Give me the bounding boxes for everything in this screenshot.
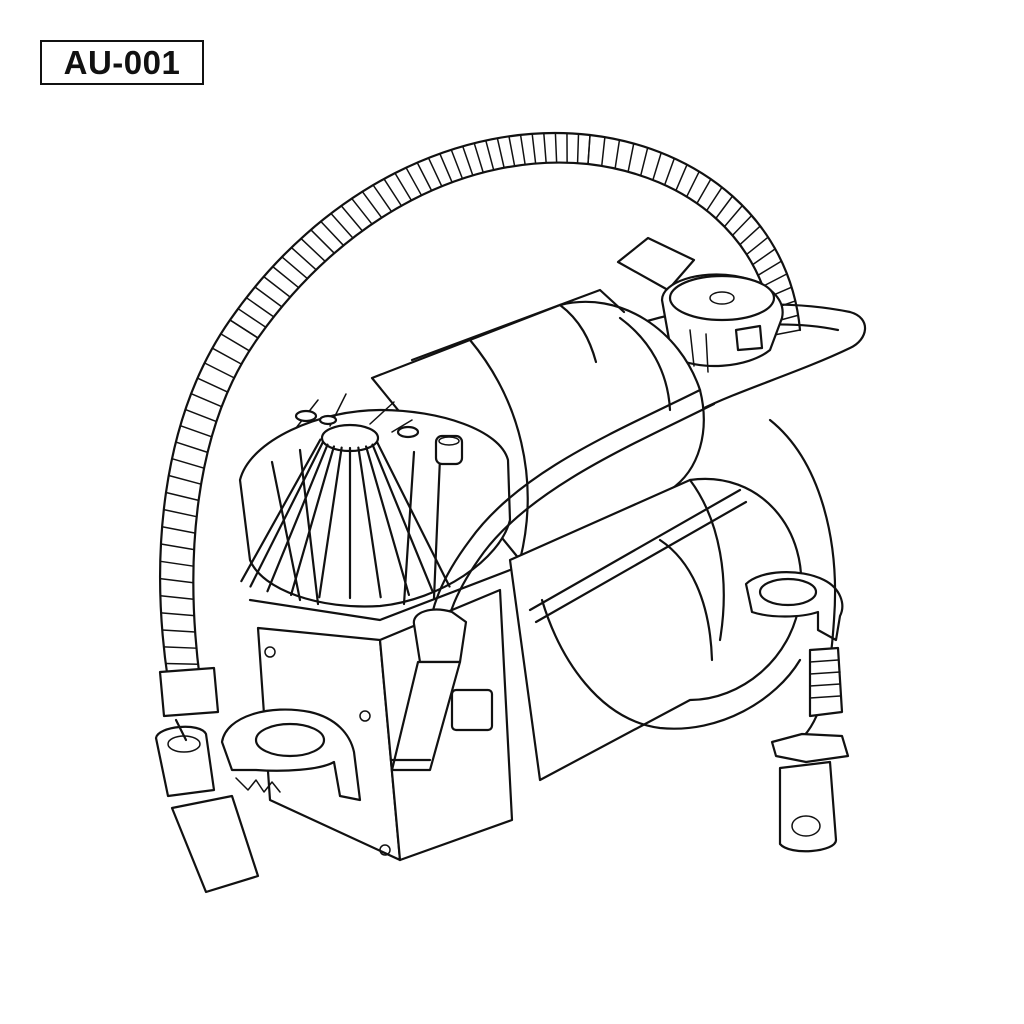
hose-rib	[427, 157, 443, 188]
hose-rib	[165, 491, 200, 502]
hose-rib	[320, 220, 345, 247]
right-bracket	[744, 571, 844, 642]
motor-housing	[370, 288, 705, 562]
hose-rib	[587, 134, 591, 165]
left-bracket	[220, 708, 362, 802]
hose-rib	[652, 152, 662, 181]
hose-rib	[745, 236, 769, 256]
cooling-fin	[318, 446, 343, 599]
hose-rib	[496, 137, 505, 169]
hose-rib	[723, 204, 744, 228]
hose-rib	[383, 178, 403, 207]
hose-rib	[179, 424, 213, 438]
cooling-fin	[289, 445, 336, 596]
hose-rib	[773, 329, 801, 336]
hose-rib	[519, 134, 526, 166]
hose-rib	[439, 152, 453, 184]
hose-rib	[416, 161, 433, 192]
hose-rib	[351, 197, 373, 225]
hose-rib	[405, 166, 423, 197]
cooling-fin	[364, 445, 411, 596]
connector-left	[154, 718, 260, 894]
hose-rib	[220, 333, 251, 352]
hose-rib	[663, 157, 676, 186]
hose-rib	[554, 132, 558, 164]
hose-rib	[272, 265, 300, 289]
hose-rib	[160, 612, 195, 617]
hose-rib	[330, 212, 354, 239]
hose-rib	[161, 526, 196, 534]
hose-rib	[473, 142, 484, 174]
hose-rib	[531, 133, 537, 165]
hose-rib	[190, 392, 223, 408]
hose-rib	[245, 296, 275, 318]
cooling-head	[238, 408, 512, 608]
hose-rib	[614, 139, 621, 170]
connector-right	[770, 646, 850, 853]
hose-rib	[461, 145, 474, 177]
valve-head	[616, 236, 784, 373]
hose-rib	[485, 139, 495, 171]
hose-rib	[394, 172, 413, 202]
part-number-label: AU-001	[40, 40, 204, 85]
hose-rib	[639, 147, 649, 177]
hose-rib	[685, 170, 700, 198]
hose-rib	[696, 178, 712, 205]
cooling-fin	[371, 443, 434, 593]
hose-rib	[161, 629, 196, 633]
hose-rib	[543, 132, 547, 164]
hose-rib	[160, 543, 195, 551]
hose-rib	[600, 136, 606, 167]
hose-rib	[576, 133, 580, 164]
hose-rib	[508, 135, 516, 167]
hose-rib	[167, 474, 202, 485]
hose-rib	[627, 142, 635, 173]
hose-rib	[237, 307, 267, 329]
hose-rib	[731, 214, 753, 237]
hose-rib	[196, 377, 229, 393]
hose-rib	[159, 577, 195, 584]
hose-rib	[163, 646, 198, 649]
hose-rib	[705, 186, 723, 212]
corrugated-hose	[158, 131, 802, 718]
hose-rib	[715, 195, 734, 220]
hose-rib	[164, 662, 199, 665]
hose-rib	[300, 237, 326, 263]
hose-rib	[159, 595, 195, 600]
hose-rib	[290, 246, 317, 271]
hose-rib	[281, 256, 309, 280]
hose-rib	[762, 273, 788, 288]
hose-rib	[757, 260, 783, 277]
hose-rib	[310, 229, 335, 254]
hose-rib	[450, 149, 464, 180]
hose-rib	[361, 190, 383, 219]
hose-rib	[203, 362, 235, 379]
hose-rib	[372, 184, 393, 213]
hose-rib	[175, 441, 209, 454]
hose-rib	[211, 347, 243, 365]
air-line	[390, 388, 716, 772]
hose-rib	[751, 248, 776, 266]
hose-rib	[163, 508, 198, 518]
cooling-fin	[376, 441, 451, 588]
cooling-fin	[266, 443, 329, 593]
hose-rib	[171, 457, 205, 469]
cooling-fin	[249, 441, 324, 588]
hose-rib	[229, 319, 259, 339]
hose-rib	[675, 163, 688, 192]
hose-rib	[184, 408, 218, 423]
cooling-fin	[357, 446, 382, 599]
hose-rib	[159, 560, 195, 567]
hose-rib	[254, 286, 283, 308]
hose-rib	[262, 275, 291, 298]
hose-rib	[340, 205, 364, 232]
hose-rib	[739, 225, 761, 246]
fan-rib-hub	[294, 393, 420, 439]
